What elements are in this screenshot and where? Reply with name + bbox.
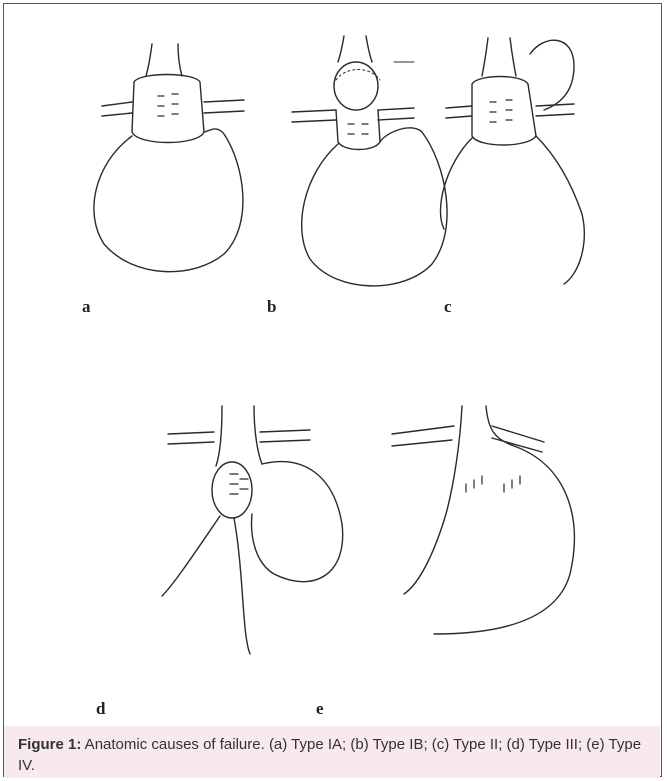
panel-b-drawing <box>292 36 447 286</box>
panel-letter-a: a <box>82 297 91 316</box>
panel-letter-b: b <box>267 297 276 316</box>
panel-letter-e: e <box>316 699 324 718</box>
panel-letter-c: c <box>444 297 452 316</box>
panel-letter-d: d <box>96 699 106 718</box>
panel-e-drawing <box>392 406 574 634</box>
figure-illustration: a b <box>74 14 604 724</box>
figure-frame: a b <box>3 3 662 777</box>
panel-d-drawing <box>162 406 343 654</box>
stomach-drawings-svg: a b <box>74 14 604 724</box>
panel-a-drawing <box>94 44 244 272</box>
figure-caption: Figure 1: Anatomic causes of failure. (a… <box>4 726 660 778</box>
panel-c-drawing <box>440 38 584 284</box>
caption-label: Figure 1: <box>18 736 81 753</box>
caption-text: Anatomic causes of failure. (a) Type IA;… <box>18 736 641 774</box>
